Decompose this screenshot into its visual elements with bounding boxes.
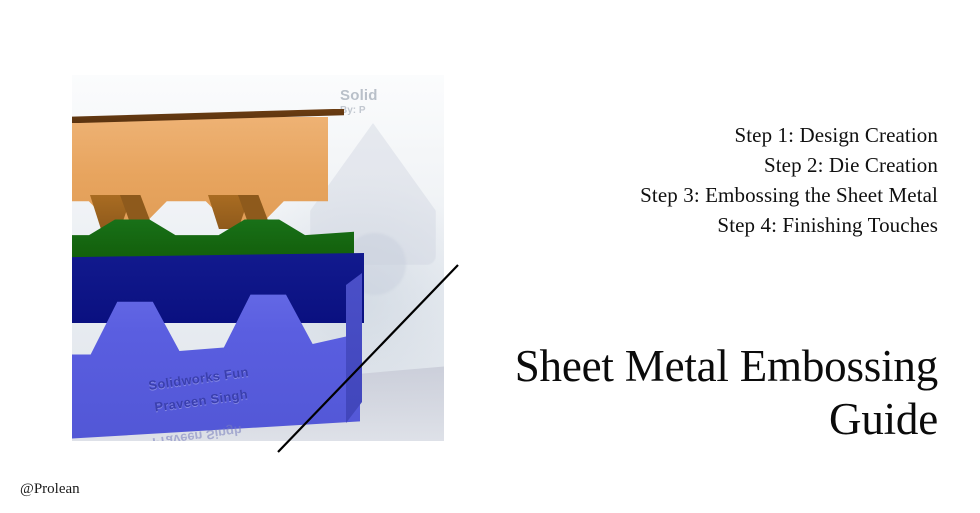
page-title-line-1: Sheet Metal Embossing	[514, 341, 938, 391]
step-item: Step 4: Finishing Touches	[717, 213, 938, 237]
page-title-line-2: Guide	[829, 394, 938, 444]
credit-handle: @Prolean	[20, 481, 80, 497]
step-item: Step 1: Design Creation	[734, 123, 938, 147]
upper-die	[72, 109, 344, 231]
page-title: Sheet Metal Embossing Guide	[378, 340, 938, 446]
step-item: Step 2: Die Creation	[763, 153, 938, 177]
render-watermark-title: Solid	[340, 87, 378, 104]
step-list: Step 1: Design Creation Step 2: Die Crea…	[378, 120, 938, 240]
step-item: Step 3: Embossing the Sheet Metal	[640, 183, 938, 207]
lower-die: Solidworks Fun Praveen Singh Praveen Sin…	[72, 253, 372, 441]
lower-die-side-face	[346, 273, 362, 423]
render-watermark-subtitle: By: P	[340, 105, 366, 116]
